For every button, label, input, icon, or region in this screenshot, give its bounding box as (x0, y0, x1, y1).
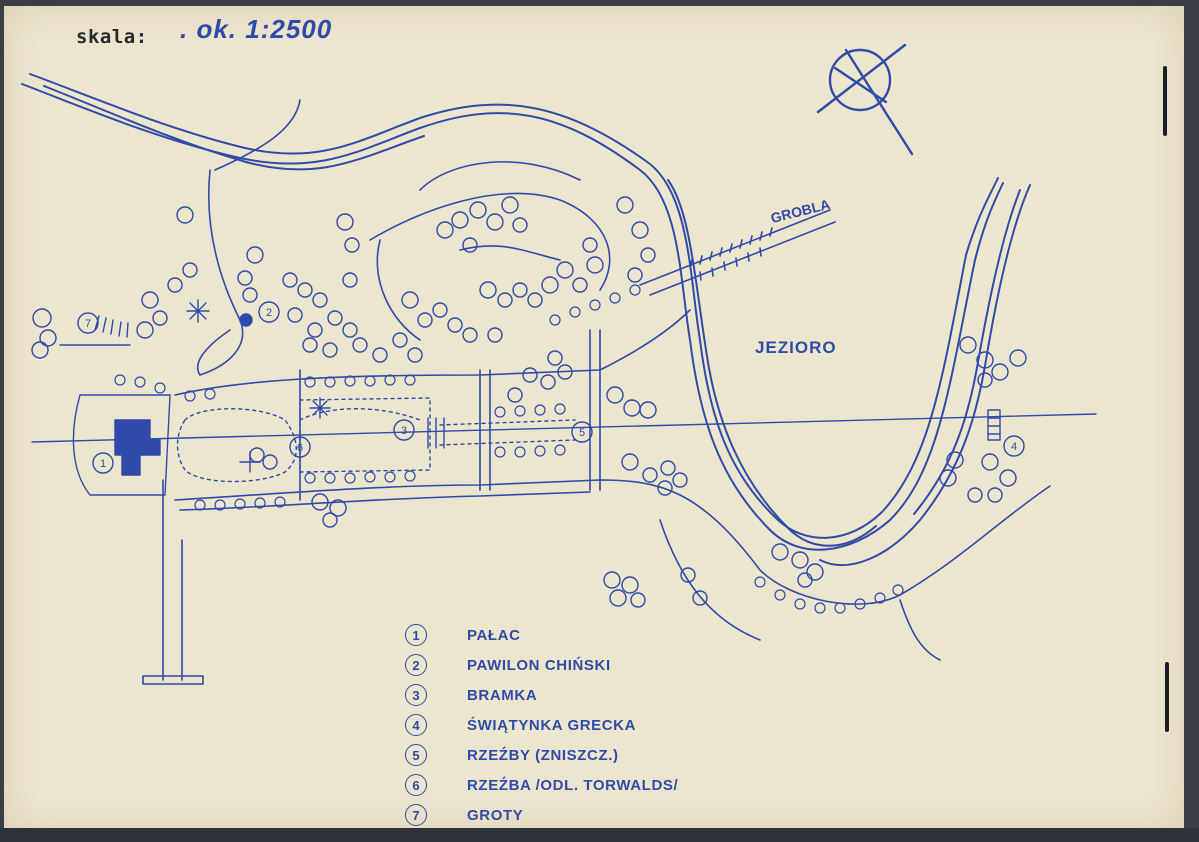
legend-label: ŚWIĄTYNKA GRECKA (467, 716, 637, 734)
palace-icon (72, 394, 171, 496)
map-marker-circles (77, 301, 1025, 474)
scale-value: . ok. 1:2500 (180, 14, 333, 44)
map-marker-6: 6 (297, 442, 303, 454)
greek-temple-icon (987, 409, 1001, 441)
legend: 1 PAŁAC 2 PAWILON CHIŃSKI 3 BRAMKA 4 ŚWI… (405, 620, 825, 830)
axis-line (31, 413, 1097, 443)
punch-mark-top (1163, 66, 1167, 136)
legend-number: 5 (405, 744, 427, 766)
legend-label: RZEŹBY (ZNISZCZ.) (467, 746, 619, 764)
legend-label: BRAMKA (467, 686, 538, 704)
grotto-icon (59, 315, 131, 346)
lake-label: JEZIORO (755, 338, 837, 357)
parterres (176, 397, 576, 483)
legend-number: 7 (405, 804, 427, 826)
sculpture-star-icons (186, 299, 331, 473)
map-marker-numbers: 1 2 3 4 5 6 7 (85, 307, 1017, 470)
legend-number: 2 (405, 654, 427, 676)
north-arrow-icon (816, 43, 914, 156)
legend-number: 4 (405, 714, 427, 736)
causeway (639, 209, 836, 296)
garden-paths (174, 99, 1051, 661)
legend-label: GROTY (467, 806, 524, 824)
map-marker-4: 4 (1011, 441, 1017, 453)
map-marker-7: 7 (85, 318, 91, 330)
map-marker-5: 5 (579, 427, 585, 439)
legend-item: 1 PAŁAC (405, 620, 825, 650)
map-marker-1: 1 (100, 458, 106, 470)
entrance-road (142, 479, 204, 685)
legend-item: 3 BRAMKA (405, 680, 825, 710)
scale-label: skala: (76, 26, 148, 48)
legend-number: 3 (405, 684, 427, 706)
map-marker-3: 3 (401, 425, 407, 437)
legend-item: 6 RZEŹBA /ODL. TORWALDS/ (405, 770, 825, 800)
legend-item: 5 RZEŹBY (ZNISZCZ.) (405, 740, 825, 770)
legend-item: 7 GROTY (405, 800, 825, 830)
legend-number: 6 (405, 774, 427, 796)
legend-item: 4 ŚWIĄTYNKA GRECKA (405, 710, 825, 740)
chinese-pavilion-icon (239, 313, 253, 327)
legend-label: RZEŹBA /ODL. TORWALDS/ (467, 776, 679, 794)
legend-label: PAWILON CHIŃSKI (467, 656, 611, 674)
river (21, 73, 1031, 566)
gate-icon (427, 417, 445, 449)
legend-number: 1 (405, 624, 427, 646)
legend-item: 2 PAWILON CHIŃSKI (405, 650, 825, 680)
legend-label: PAŁAC (467, 626, 521, 644)
sheet-shadow (0, 828, 1199, 842)
punch-mark-bottom (1165, 662, 1169, 732)
tree-rows (114, 284, 904, 614)
map-marker-2: 2 (266, 307, 272, 319)
tree-clumps (31, 196, 1027, 608)
